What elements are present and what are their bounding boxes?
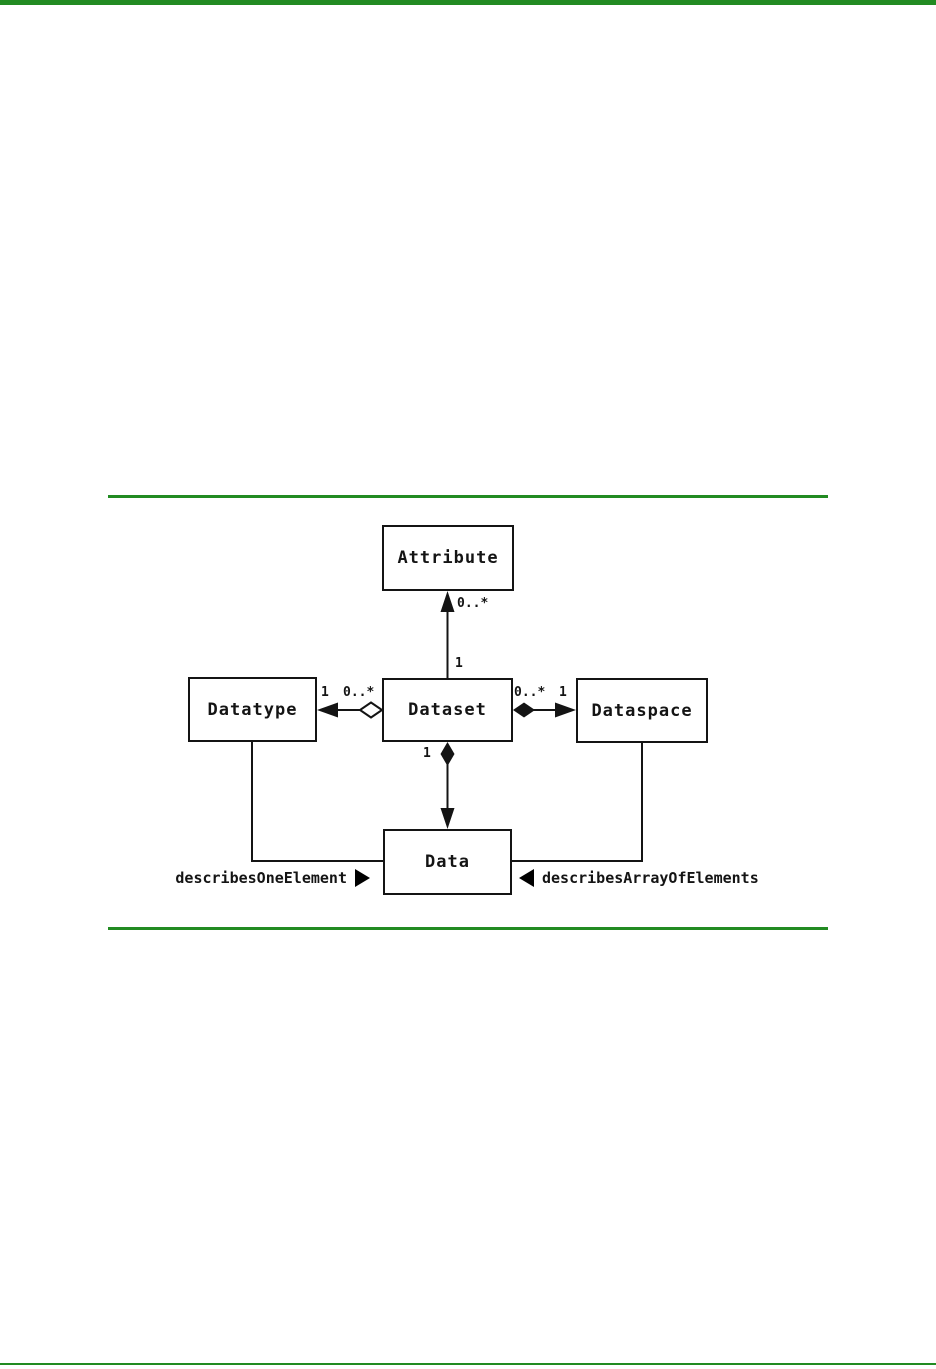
class-box-dataset: Dataset [382, 678, 513, 742]
role-text-right: describesArrayOfElements [542, 869, 759, 887]
role-label-describes-array-of-elements: describesArrayOfElements [519, 869, 759, 887]
composition-diamond-down-icon [440, 742, 455, 766]
arrowhead-down-icon [440, 808, 455, 829]
role-text-left: describesOneElement [175, 869, 347, 887]
role-label-describes-one-element: describesOneElement [175, 869, 370, 887]
multiplicity-attribute-one: 1 [455, 656, 463, 671]
connector-dataspace-data [512, 743, 643, 862]
multiplicity-dataspace-one: 1 [559, 685, 567, 700]
class-box-dataspace: Dataspace [576, 678, 708, 743]
class-label-datatype: Datatype [207, 699, 298, 720]
section-rule-top [108, 495, 828, 498]
class-box-datatype: Datatype [188, 677, 317, 742]
class-label-data: Data [425, 852, 470, 872]
class-label-attribute: Attribute [397, 548, 499, 568]
section-rule-bottom [108, 927, 828, 930]
connector-datatype-data [251, 742, 383, 862]
class-label-dataset: Dataset [408, 700, 487, 720]
triangle-left-icon [519, 869, 534, 887]
composition-diamond-right-icon [513, 702, 535, 718]
arrowhead-right-icon [555, 702, 576, 718]
multiplicity-datatype-one: 1 [321, 685, 329, 700]
bottom-border-line [0, 1363, 936, 1365]
multiplicity-datatype-many: 0..* [343, 685, 375, 700]
top-border-bar [0, 0, 936, 5]
multiplicity-dataspace-many: 0..* [514, 685, 546, 700]
class-box-attribute: Attribute [382, 525, 514, 591]
arrowhead-up-icon [440, 591, 455, 612]
aggregation-diamond-icon [358, 701, 384, 719]
class-label-dataspace: Dataspace [591, 700, 693, 721]
class-box-data: Data [383, 829, 512, 895]
multiplicity-attribute-many: 0..* [457, 596, 489, 611]
multiplicity-data-one: 1 [423, 746, 431, 761]
triangle-right-icon [355, 869, 370, 887]
arrowhead-left-icon [317, 702, 338, 718]
